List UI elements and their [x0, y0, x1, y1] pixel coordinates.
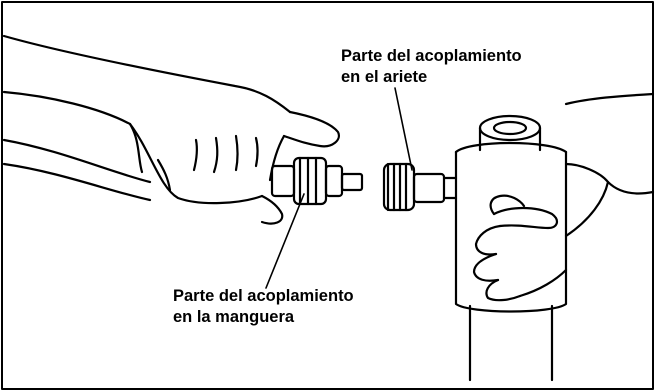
hose-coupler-drawing [270, 156, 364, 206]
ram-cylinder [454, 114, 568, 382]
right-hand [472, 92, 655, 302]
ram-coupler-label-line1: Parte del acoplamiento [341, 47, 522, 65]
hose-coupler-leader [265, 193, 305, 289]
hose-coupler-label-line1: Parte del acoplamiento [173, 287, 354, 305]
ram-coupler-leader [394, 87, 413, 171]
ram-coupler-drawing [382, 162, 458, 212]
hose-line [2, 138, 152, 202]
ram-coupler-label-line2: en el ariete [341, 68, 428, 86]
ram-coupler-label: Parte del acoplamiento en el ariete [341, 46, 522, 88]
left-hand [2, 34, 340, 225]
hose-coupler-label: Parte del acoplamiento en la manguera [173, 286, 354, 328]
hose-coupler-label-line2: en la manguera [173, 308, 295, 326]
